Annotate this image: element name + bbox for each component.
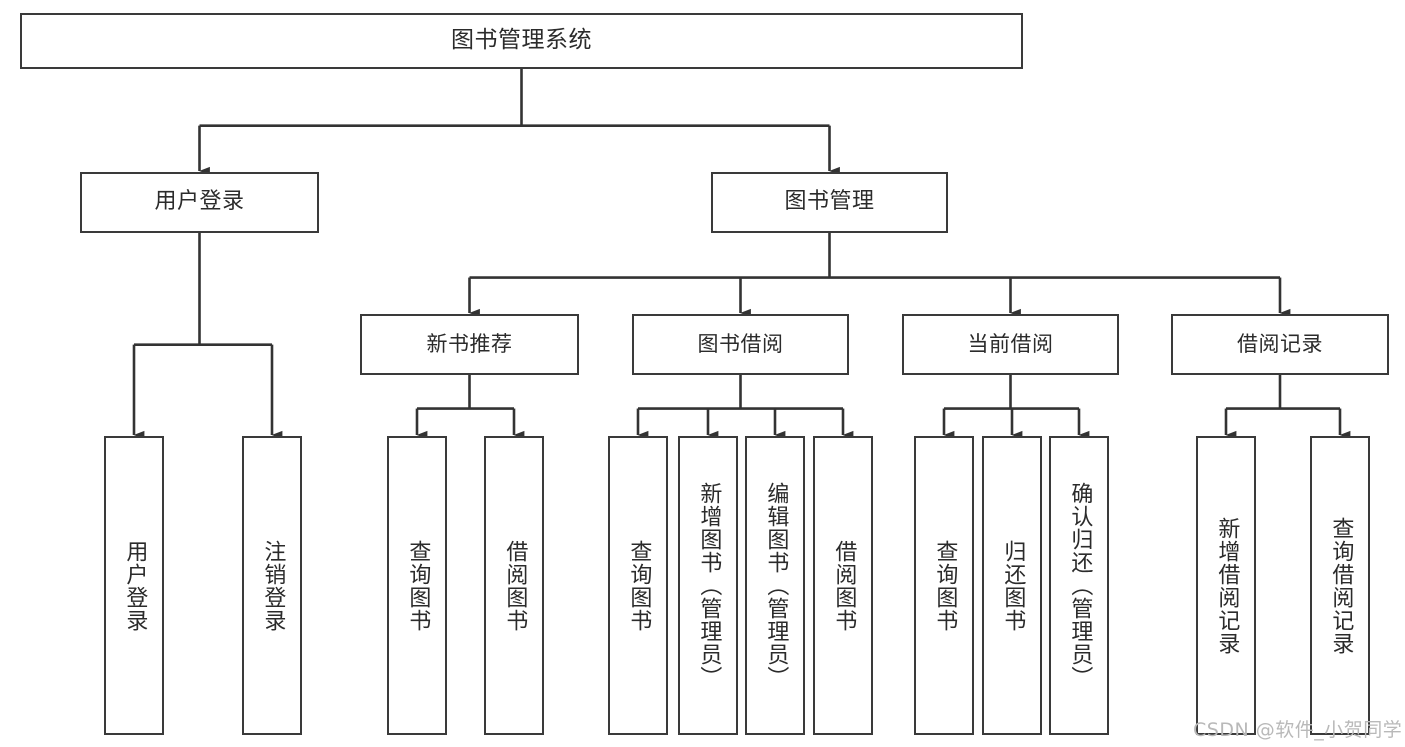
node-label-root: 图书管理系统 <box>451 27 592 54</box>
node-leaf-cur-confirm[interactable]: 确认归还（管理员） <box>1049 436 1109 735</box>
node-label-leaf-cur-return: 归还图书 <box>1000 539 1026 632</box>
edge-group <box>132 69 1351 440</box>
node-label-bookmgmt: 图书管理 <box>784 189 875 215</box>
node-leaf-bk-query[interactable]: 查询图书 <box>608 436 668 735</box>
node-label-leaf-rec-query: 查询借阅记录 <box>1328 516 1354 655</box>
node-label-leaf-bk-borrow: 借阅图书 <box>831 539 857 632</box>
node-label-record: 借阅记录 <box>1237 332 1323 357</box>
node-leaf-rec-query[interactable]: 查询借阅记录 <box>1310 436 1370 735</box>
node-label-newbook: 新书推荐 <box>426 332 513 357</box>
node-leaf-user-login[interactable]: 用户登录 <box>104 436 164 735</box>
node-borrow[interactable]: 图书借阅 <box>632 314 849 375</box>
node-leaf-new-query[interactable]: 查询图书 <box>387 436 447 735</box>
node-record[interactable]: 借阅记录 <box>1171 314 1389 375</box>
node-newbook[interactable]: 新书推荐 <box>360 314 579 375</box>
node-label-leaf-user-logout: 注销登录 <box>260 539 286 632</box>
node-leaf-cur-query[interactable]: 查询图书 <box>914 436 974 735</box>
node-bookmgmt[interactable]: 图书管理 <box>711 172 948 233</box>
node-leaf-bk-add[interactable]: 新增图书（管理员） <box>678 436 738 735</box>
node-root[interactable]: 图书管理系统 <box>20 13 1023 69</box>
watermark-label: CSDN @软件_小贺同学 <box>1193 719 1403 741</box>
node-label-leaf-user-login: 用户登录 <box>122 539 148 632</box>
node-label-leaf-cur-query: 查询图书 <box>932 539 958 632</box>
node-label-leaf-new-borrow: 借阅图书 <box>502 539 528 632</box>
node-label-leaf-new-query: 查询图书 <box>405 539 431 632</box>
node-leaf-user-logout[interactable]: 注销登录 <box>242 436 302 735</box>
node-label-leaf-bk-edit: 编辑图书（管理员） <box>763 482 789 689</box>
node-label-login: 用户登录 <box>154 189 245 215</box>
node-label-borrow: 图书借阅 <box>697 332 784 357</box>
node-label-current: 当前借阅 <box>967 332 1054 357</box>
node-leaf-new-borrow[interactable]: 借阅图书 <box>484 436 544 735</box>
node-label-leaf-bk-add: 新增图书（管理员） <box>696 482 722 689</box>
node-login[interactable]: 用户登录 <box>80 172 319 233</box>
node-current[interactable]: 当前借阅 <box>902 314 1119 375</box>
node-leaf-cur-return[interactable]: 归还图书 <box>982 436 1042 735</box>
node-label-leaf-bk-query: 查询图书 <box>626 539 652 632</box>
node-leaf-bk-edit[interactable]: 编辑图书（管理员） <box>745 436 805 735</box>
node-label-leaf-rec-add: 新增借阅记录 <box>1214 516 1240 655</box>
node-leaf-bk-borrow[interactable]: 借阅图书 <box>813 436 873 735</box>
node-label-leaf-cur-confirm: 确认归还（管理员） <box>1067 482 1093 689</box>
node-leaf-rec-add[interactable]: 新增借阅记录 <box>1196 436 1256 735</box>
